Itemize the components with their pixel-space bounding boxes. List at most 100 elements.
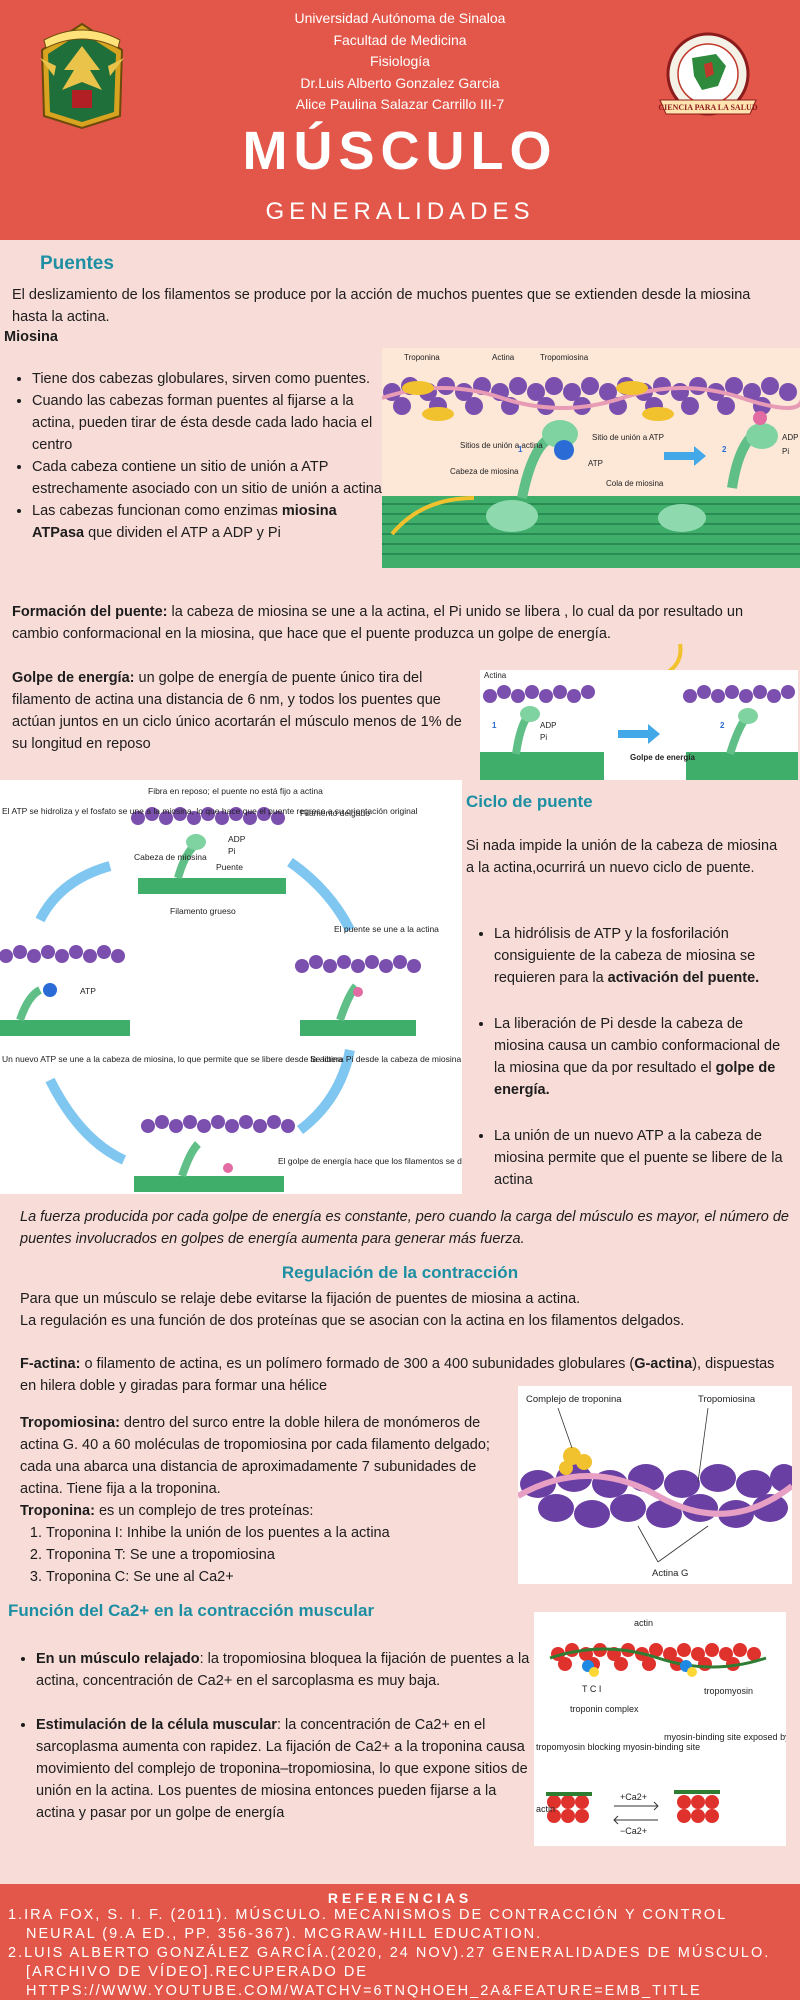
label-sitios: Sitios de unión a actina — [460, 441, 543, 450]
label-actin-bottom: actin — [536, 1804, 555, 1814]
subject-name: Fisiología — [370, 53, 430, 69]
list-item: La unión de un nuevo ATP a la cabeza de … — [494, 1125, 792, 1191]
label-left-bottom: Un nuevo ATP se une a la cabeza de miosi… — [2, 1054, 343, 1064]
label-tropomiosina: Tropomiosina — [540, 353, 589, 362]
list-item: La liberación de Pi desde la cabeza de m… — [494, 1013, 792, 1101]
list-item: En un músculo relajado: la tropomiosina … — [36, 1648, 530, 1692]
student-name: Alice Paulina Salazar Carrillo III-7 — [295, 96, 505, 112]
university-name: Universidad Autónoma de Sinaloa — [294, 10, 506, 26]
calcium-figure: actin T C I troponin complex tropomyosin… — [534, 1612, 800, 1846]
troponina-paragraph: Troponina: es un complejo de tres proteí… — [20, 1503, 314, 1519]
label-sitio-atp: Sitio de unión a ATP — [592, 433, 664, 442]
ciclo-bullets: La hidrólisis de ATP y la fosforilación … — [474, 923, 792, 1191]
troponin-figure: Complejo de troponina Tropomiosina Actin… — [516, 1386, 798, 1584]
label-actina-g: Actina G — [652, 1568, 688, 1579]
tropomiosina-paragraph: Tropomiosina: dentro del surco entre la … — [20, 1415, 490, 1497]
label-golpe: Golpe de energía — [630, 753, 695, 762]
troponina-list: Troponina I: Inhibe la unión de los puen… — [18, 1522, 498, 1588]
facultad-logo: CIENCIA PARA LA SALUD — [658, 32, 758, 116]
miosina-label: Miosina — [4, 329, 58, 345]
label-pi: Pi — [782, 447, 789, 456]
label-actin: actin — [634, 1618, 653, 1628]
golpe-diagram: Actina ADP Pi Golpe de energía 1 2 — [480, 671, 798, 780]
formacion-paragraph: Formación del puente: la cabeza de miosi… — [12, 604, 744, 642]
list-item: Estimulación de la célula muscular: la c… — [36, 1714, 530, 1824]
label-tci: T C I — [582, 1684, 601, 1694]
regulacion-title: Regulación de la contracción — [281, 1263, 519, 1282]
faculty-name: Facultad de Medicina — [333, 31, 467, 48]
label-actina: Actina — [492, 353, 515, 362]
fuerza-note: La fuerza producida por cada golpe de en… — [20, 1209, 789, 1247]
label-pi: Pi — [228, 846, 236, 856]
label-step2: El puente se une a la actina — [334, 924, 439, 934]
page-title: MÚSCULO — [242, 121, 558, 181]
label-troponina: Troponina — [404, 353, 440, 362]
myosin-bridge-diagram: Troponina Actina Tropomiosina Sitios de … — [381, 348, 800, 568]
label-plus-ca: +Ca2+ — [620, 1792, 647, 1802]
label-adp: ADP — [782, 433, 798, 442]
label-complejo: Complejo de troponina — [526, 1394, 622, 1405]
troponin-diagram: Complejo de troponina Tropomiosina Actin… — [516, 1394, 798, 1579]
ciclo-title: Ciclo de puente — [466, 792, 593, 811]
myosin-bridge-figure: Troponina Actina Tropomiosina Sitios de … — [381, 348, 800, 568]
referencias-title: REFERENCIAS — [327, 1890, 473, 1906]
regulacion-line2: La regulación es una función de dos prot… — [20, 1313, 685, 1329]
reference-line: NEURAL (9.A ED., PP. 356-367). MCGRAW-HI… — [26, 1926, 543, 1942]
label-minus-ca: −Ca2+ — [620, 1826, 647, 1836]
calcium-diagram: actin T C I troponin complex tropomyosin… — [536, 1618, 800, 1836]
label-adp: ADP — [228, 834, 246, 844]
puentes-title: Puentes — [40, 253, 114, 274]
reference-line: 2.LUIS ALBERTO GONZÁLEZ GARCÍA.(2020, 24… — [8, 1945, 771, 1961]
label-cabeza: Cabeza de miosina — [134, 852, 207, 862]
list-item: Troponina T: Se une a tropomiosina — [46, 1544, 498, 1566]
label-puente: Puente — [216, 862, 243, 872]
teacher-name: Dr.Luis Alberto Gonzalez Garcia — [300, 74, 500, 91]
label-step-1: 1 — [492, 721, 497, 730]
label-step4: El golpe de energía hace que los filamen… — [278, 1156, 462, 1166]
label-left-top: El ATP se hidroliza y el fosfato se une … — [2, 806, 418, 816]
reference-line: [ARCHIVO DE VÍDEO].RECUPERADO DE — [26, 1964, 368, 1980]
list-item: Las cabezas funcionan como enzimas miosi… — [32, 500, 382, 544]
factina-paragraph: F-actina: o filamento de actina, es un p… — [20, 1356, 775, 1394]
page-subtitle: GENERALIDADES — [265, 198, 535, 225]
label-atp: ATP — [588, 459, 603, 468]
label-blocking: tropomyosin blocking myosin-binding site — [536, 1742, 700, 1752]
label-step-2: 2 — [720, 721, 725, 730]
label-step-2: 2 — [722, 445, 727, 454]
list-item: Cuando las cabezas forman puentes al fij… — [32, 390, 382, 456]
label-cabeza: Cabeza de miosina — [450, 467, 519, 476]
calcio-bullets: En un músculo relajado: la tropomiosina … — [16, 1648, 530, 1824]
list-item: Troponina I: Inhibe la unión de los puen… — [46, 1522, 498, 1544]
list-item: Cada cabeza contiene un sitio de unión a… — [32, 456, 382, 500]
regulacion-line1: Para que un músculo se relaje debe evita… — [20, 1291, 581, 1307]
calcio-title: Función del Ca2+ en la contracción muscu… — [8, 1601, 375, 1620]
label-step-1: 1 — [518, 445, 523, 454]
miosina-bullets: Tiene dos cabezas globulares, sirven com… — [12, 368, 382, 544]
label-step1: Fibra en reposo; el puente no está fijo … — [148, 786, 323, 796]
golpe-paragraph: Golpe de energía: un golpe de energía de… — [12, 670, 462, 752]
label-filamento-grueso: Filamento grueso — [170, 906, 236, 916]
list-item: La hidrólisis de ATP y la fosforilación … — [494, 923, 792, 989]
reference-line: 1.IRA FOX, S. I. F. (2011). MÚSCULO. MEC… — [8, 1907, 728, 1923]
label-actina: Actina — [484, 671, 507, 680]
label-troponin: troponin complex — [570, 1704, 639, 1714]
label-atp: ATP — [80, 986, 96, 996]
puentes-intro: El deslizamiento de los filamentos se pr… — [12, 287, 751, 325]
referencias-footer: REFERENCIAS 1.IRA FOX, S. I. F. (2011). … — [0, 1884, 800, 2000]
label-filamento-delgado: Filamento delgado — [300, 808, 370, 818]
label-tropomiosina: Tropomiosina — [698, 1394, 756, 1405]
ciclo-diagram: Fibra en reposo; el puente no está fijo … — [0, 786, 668, 1192]
svg-text:CIENCIA PARA LA SALUD: CIENCIA PARA LA SALUD — [658, 103, 757, 112]
reference-line: HTTPS://WWW.YOUTUBE.COM/WATCHV=6TNQHOEH_… — [26, 1983, 702, 1999]
list-item: Tiene dos cabezas globulares, sirven com… — [32, 368, 382, 390]
label-tropomyosin: tropomyosin — [704, 1686, 753, 1696]
header-info: Universidad Autónoma de Sinaloa Facultad… — [0, 8, 800, 116]
list-item: Troponina C: Se une al Ca2+ — [46, 1566, 498, 1588]
label-exposed: myosin-binding site exposed by Ca2+-medi… — [664, 1732, 786, 1742]
header-banner: Universidad Autónoma de Sinaloa Facultad… — [0, 0, 800, 240]
label-pi: Pi — [540, 733, 547, 742]
label-cola: Cola de miosina — [606, 479, 664, 488]
ciclo-figure: Fibra en reposo; el puente no está fijo … — [0, 780, 668, 1194]
golpe-figure: Actina ADP Pi Golpe de energía 1 2 — [480, 670, 798, 780]
ciclo-intro: Si nada impide la unión de la cabeza de … — [466, 838, 778, 876]
